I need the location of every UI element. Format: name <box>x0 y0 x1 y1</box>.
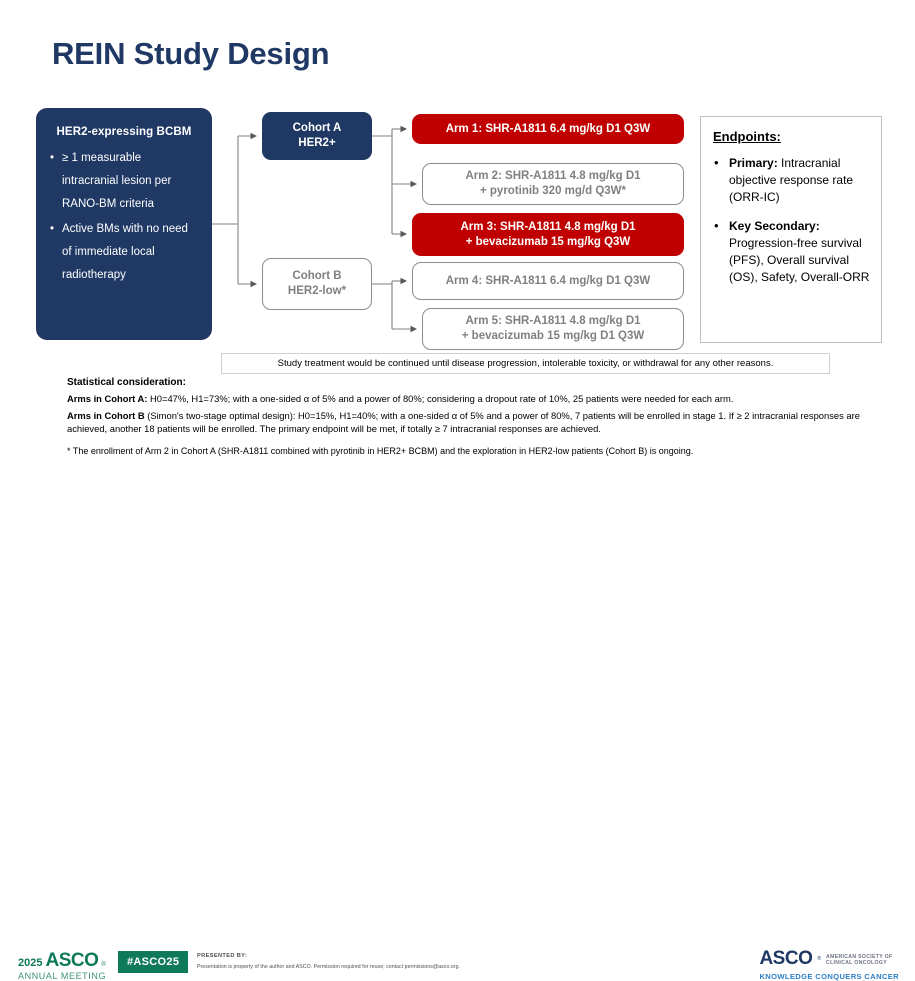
conference-hashtag-badge: #ASCO25 <box>118 951 189 973</box>
asco-wordmark: ASCO <box>45 950 99 971</box>
endpoints-list: • Primary: Intracranial objective respon… <box>713 155 871 286</box>
asco-society-line1: AMERICAN SOCIETY OF <box>826 953 893 960</box>
arm-4-box[interactable]: Arm 4: SHR-A1811 6.4 mg/kg D1 Q3W <box>412 262 684 300</box>
list-item: • Primary: Intracranial objective respon… <box>713 155 871 206</box>
presented-by-label: PRESENTED BY: <box>197 953 248 959</box>
list-item: • Key Secondary: Progression-free surviv… <box>713 218 871 286</box>
endpoint-secondary-text: Progression-free survival (PFS), Overall… <box>729 236 870 284</box>
endpoints-title: Endpoints: <box>713 129 781 144</box>
presented-by-block: PRESENTED BY: Presentation is property o… <box>197 953 460 970</box>
statistics-heading: Statistical consideration: <box>67 377 186 388</box>
slide-footer: 2025 ASCO ® ANNUAL MEETING #ASCO25 PRESE… <box>0 470 915 981</box>
cohort-b-line1: Cohort B <box>292 270 342 282</box>
permission-notice: Presentation is property of the author a… <box>197 964 461 970</box>
arm-2-line1: Arm 2: SHR-A1811 4.8 mg/kg D1 <box>465 170 641 182</box>
population-heading: HER2-expressing BCBM <box>56 126 192 138</box>
bullet-icon: • <box>50 152 55 164</box>
population-box: HER2-expressing BCBM • ≥ 1 measurable in… <box>36 108 212 340</box>
statistics-cohort-b-text: (Simon's two-stage optimal design): H0=1… <box>67 410 860 434</box>
endpoints-panel: Endpoints: • Primary: Intracranial objec… <box>700 116 882 343</box>
arm-2-line2: + pyrotinib 320 mg/d Q3W* <box>479 185 626 197</box>
slide-canvas: REIN Study Design HER2 <box>0 36 915 981</box>
asco-tagline: KNOWLEDGE CONQUERS CANCER <box>759 972 899 981</box>
arm-3-line2: + bevacizumab 15 mg/kg Q3W <box>465 235 631 248</box>
cohort-a-line2: HER2+ <box>298 137 336 149</box>
slide-footnote: * The enrollment of Arm 2 in Cohort A (S… <box>67 446 694 456</box>
bullet-icon: • <box>50 223 55 235</box>
population-criterion-text: ≥ 1 measurable intracranial lesion per R… <box>62 152 172 210</box>
arm-3-line1: Arm 3: SHR-A1811 4.8 mg/kg D1 <box>460 220 636 233</box>
bullet-icon: • <box>714 218 719 233</box>
asco-meeting-label: ANNUAL MEETING <box>18 971 107 981</box>
cohort-b-box[interactable]: Cohort B HER2-low* <box>262 258 372 310</box>
endpoint-secondary-label: Key Secondary: <box>729 219 820 233</box>
arm-5-line2: + bevacizumab 15 mg/kg D1 Q3W <box>461 330 645 342</box>
endpoint-primary-text: Intracranial objective response rate (OR… <box>729 156 854 204</box>
cohort-b-line2: HER2-low* <box>287 285 347 297</box>
asco-org-wordmark: ASCO <box>759 948 813 969</box>
statistics-cohort-a-text: H0=47%, H1=73%; with a one-sided α of 5%… <box>147 393 734 404</box>
statistical-consideration-block: Statistical consideration: Arms in Cohor… <box>67 377 867 440</box>
statistics-cohort-b-line: Arms in Cohort B (Simon's two-stage opti… <box>67 410 867 435</box>
statistics-cohort-a-line: Arms in Cohort A: H0=47%, H1=73%; with a… <box>67 393 867 405</box>
population-criterion-text: Active BMs with no need of immediate loc… <box>62 223 188 281</box>
list-item: • Active BMs with no need of immediate l… <box>49 218 199 287</box>
list-item: • ≥ 1 measurable intracranial lesion per… <box>49 147 199 216</box>
treatment-continuation-text: Study treatment would be continued until… <box>277 358 774 369</box>
arm-5-line1: Arm 5: SHR-A1811 4.8 mg/kg D1 <box>465 315 641 327</box>
asco-org-logo: ASCO ® AMERICAN SOCIETY OF CLINICAL ONCO… <box>759 948 899 981</box>
statistics-cohort-b-label: Arms in Cohort B <box>67 410 145 422</box>
registered-trademark-icon: ® <box>101 962 106 968</box>
arm-5-box[interactable]: Arm 5: SHR-A1811 4.8 mg/kg D1 + bevacizu… <box>422 308 684 350</box>
asco-annual-meeting-logo: 2025 ASCO ® ANNUAL MEETING <box>18 951 106 981</box>
page-title: REIN Study Design <box>52 36 330 71</box>
arm-3-box[interactable]: Arm 3: SHR-A1811 4.8 mg/kg D1 + bevacizu… <box>412 213 684 256</box>
arm-1-text: Arm 1: SHR-A1811 6.4 mg/kg D1 Q3W <box>445 122 651 135</box>
asco-society-name: AMERICAN SOCIETY OF CLINICAL ONCOLOGY <box>826 952 892 967</box>
arm-2-box[interactable]: Arm 2: SHR-A1811 4.8 mg/kg D1 + pyrotini… <box>422 163 684 205</box>
asco-year: 2025 <box>18 957 43 969</box>
population-criteria-list: • ≥ 1 measurable intracranial lesion per… <box>49 147 199 287</box>
arm-4-text: Arm 4: SHR-A1811 6.4 mg/kg D1 Q3W <box>445 274 651 287</box>
endpoint-primary-label: Primary: <box>729 156 778 170</box>
asco-society-line2: CLINICAL ONCOLOGY <box>826 960 887 966</box>
registered-trademark-icon: ® <box>817 956 822 962</box>
cohort-a-box[interactable]: Cohort A HER2+ <box>262 112 372 160</box>
bullet-icon: • <box>714 155 719 170</box>
cohort-a-line1: Cohort A <box>292 122 342 134</box>
treatment-continuation-bar: Study treatment would be continued until… <box>221 353 830 374</box>
arm-1-box[interactable]: Arm 1: SHR-A1811 6.4 mg/kg D1 Q3W <box>412 114 684 144</box>
statistics-cohort-a-label: Arms in Cohort A: <box>67 393 148 404</box>
